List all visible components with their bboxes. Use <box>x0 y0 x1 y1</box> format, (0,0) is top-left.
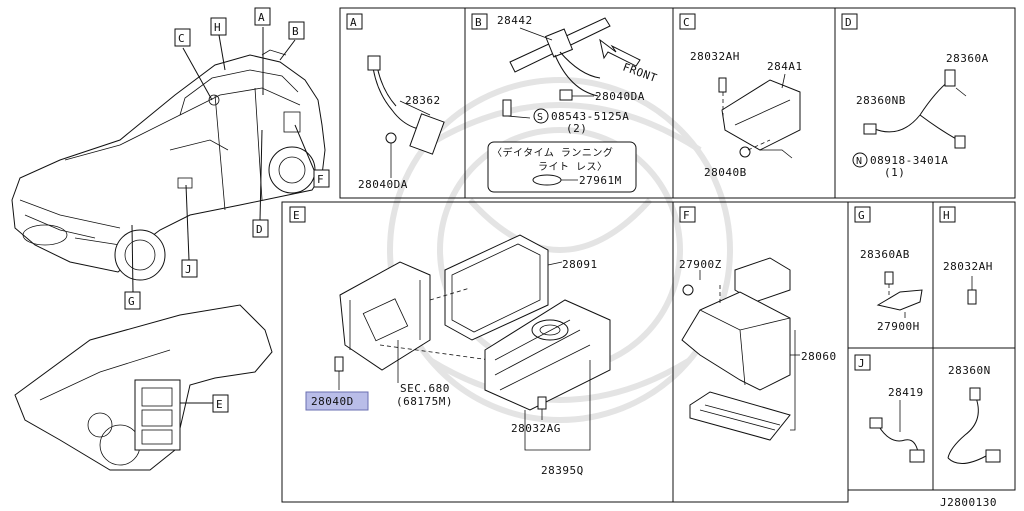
highlighted-part-box <box>305 391 369 411</box>
car-callout-H[interactable]: H <box>210 17 227 36</box>
panel-letter: E <box>293 209 300 222</box>
note-text: 〈デイタイム ランニング <box>492 146 613 159</box>
part-number[interactable]: 28360NB <box>856 94 906 107</box>
note-text: ライト レス〉 <box>538 161 608 173</box>
panel-letter: C <box>683 16 690 29</box>
callout-letter: J <box>185 263 192 276</box>
panel-letter: J <box>858 357 865 370</box>
panel-letter: D <box>845 16 852 29</box>
panel-letter: G <box>858 209 865 222</box>
part-number[interactable]: 28032AH <box>943 260 993 273</box>
part-number[interactable]: 27900H <box>877 320 920 333</box>
panel-B: B 28442 FRONT 28040DA S 08543-5125A (2) … <box>471 13 659 193</box>
callout-letter: G <box>128 295 135 308</box>
panel-letter: B <box>475 16 482 29</box>
part-number[interactable]: 08918-3401A <box>870 154 948 167</box>
callout-letter: E <box>216 398 223 411</box>
callout-letter: F <box>317 173 324 186</box>
part-number[interactable]: 28032AG <box>511 422 561 435</box>
panel-A: A 28362 28040DA <box>346 13 445 191</box>
callout-letter: A <box>258 11 265 24</box>
part-number[interactable]: 28442 <box>497 14 533 27</box>
part-number[interactable]: 28091 <box>562 258 598 271</box>
part-quantity: (1) <box>884 166 905 179</box>
nut-symbol: N <box>856 156 863 167</box>
car-callout-J[interactable]: J <box>181 259 198 278</box>
panel-N: 28360N <box>947 364 1001 464</box>
section-ref: (68175M) <box>396 395 453 408</box>
panel-J: J 28419 <box>854 354 925 463</box>
part-number[interactable]: 28419 <box>888 386 924 399</box>
panel-letter: H <box>943 209 950 222</box>
panel-grid <box>281 7 1016 503</box>
part-number[interactable]: 28040DA <box>595 90 645 103</box>
panel-letter: F <box>683 209 690 222</box>
part-number[interactable]: 28360A <box>946 52 989 65</box>
part-number[interactable]: 28362 <box>405 94 441 107</box>
front-arrow-label: FRONT <box>621 61 659 85</box>
part-number[interactable]: 28395Q <box>541 464 584 477</box>
part-number-highlighted[interactable]: 28040D <box>311 395 354 408</box>
part-number[interactable]: 27961M <box>579 174 622 187</box>
car-callout-F[interactable]: F <box>313 169 330 188</box>
dashboard-overview <box>14 304 273 471</box>
part-number[interactable]: 284A1 <box>767 60 803 73</box>
part-number[interactable]: 08543-5125A <box>551 110 629 123</box>
callout-letter: D <box>256 223 263 236</box>
car-callout-G[interactable]: G <box>124 291 141 310</box>
panel-E: E 28091 28040D SEC.680 (68175M) 28032AG … <box>289 206 611 477</box>
panel-H: H 28032AH <box>939 206 993 305</box>
part-number[interactable]: 27900Z <box>679 258 722 271</box>
panel-C: C 28032AH 284A1 28040B <box>679 13 803 179</box>
part-number[interactable]: 28360AB <box>860 248 910 261</box>
dash-callout-E[interactable]: E <box>212 394 229 413</box>
panel-letter: A <box>350 16 357 29</box>
part-number[interactable]: 28060 <box>801 350 837 363</box>
part-number[interactable]: 28040DA <box>358 178 408 191</box>
bolt-symbol: S <box>537 112 544 123</box>
diagram-id: J2800130 <box>940 496 997 509</box>
callout-letter: C <box>178 32 185 45</box>
panel-G: G 28360AB 27900H <box>854 206 923 333</box>
car-callout-A[interactable]: A <box>254 7 271 26</box>
panel-F: F 27900Z 28060 <box>679 206 837 441</box>
callout-letter: B <box>292 25 299 38</box>
car-callout-C[interactable]: C <box>174 28 191 47</box>
car-callout-B[interactable]: B <box>288 21 305 40</box>
part-number[interactable]: 28360N <box>948 364 991 377</box>
part-quantity: (2) <box>566 122 587 135</box>
section-ref[interactable]: SEC.680 <box>400 382 450 395</box>
car-overview <box>11 27 326 293</box>
callout-letter: H <box>214 21 221 34</box>
part-number[interactable]: 28032AH <box>690 50 740 63</box>
part-number[interactable]: 28040B <box>704 166 747 179</box>
panel-D: D 28360A 28360NB N 08918-3401A (1) <box>841 13 989 179</box>
car-callout-D[interactable]: D <box>252 219 269 238</box>
